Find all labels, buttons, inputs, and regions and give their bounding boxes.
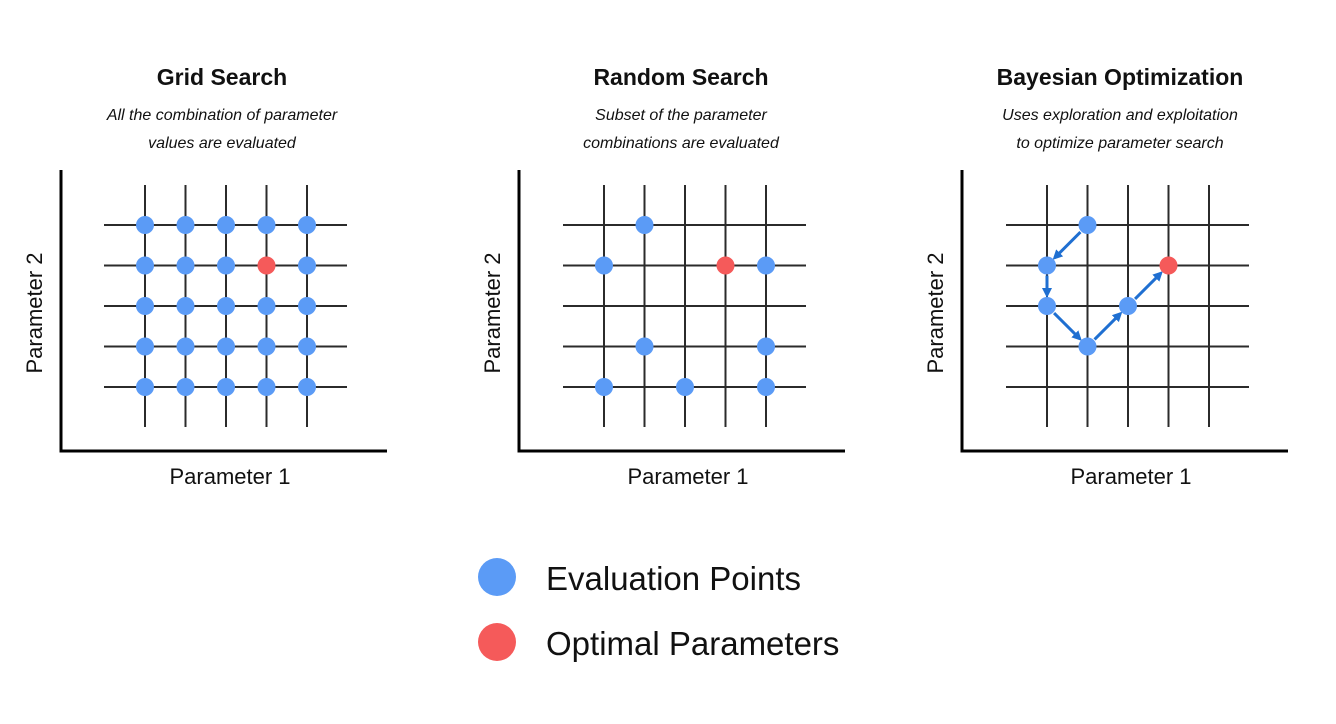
legend-label: Evaluation Points [546, 560, 801, 597]
search-path-arrow [1052, 231, 1082, 260]
evaluation-point [757, 378, 775, 396]
evaluation-point [595, 256, 613, 275]
evaluation-point [298, 256, 316, 275]
search-path-arrow [1093, 311, 1123, 341]
evaluation-point [298, 297, 316, 315]
evaluation-point [176, 216, 195, 234]
optimal-point [1159, 256, 1178, 275]
panel-bayesian-optimization: Bayesian Optimization Uses exploration a… [890, 0, 1336, 500]
evaluation-point [257, 337, 276, 356]
evaluation-point [1038, 297, 1056, 315]
evaluation-point [257, 297, 276, 315]
evaluation-point [217, 216, 235, 234]
panel-title: Bayesian Optimization [996, 64, 1244, 90]
legend-label: Optimal Parameters [546, 625, 840, 662]
evaluation-point [257, 216, 276, 234]
search-path-arrow [1134, 271, 1163, 300]
evaluation-point [136, 337, 154, 356]
evaluation-point [217, 378, 235, 396]
evaluation-point [136, 378, 154, 396]
subtitle-line: combinations are evaluated [583, 135, 779, 152]
optimal-point [716, 256, 735, 275]
evaluation-point [1119, 297, 1137, 315]
evaluation-point [635, 337, 654, 356]
evaluation-point [757, 256, 775, 275]
panel-subtitle: All the combination of parameter values … [0, 102, 452, 158]
subtitle-line: values are evaluated [148, 135, 296, 152]
evaluation-point [298, 378, 316, 396]
search-path-arrow [1053, 312, 1082, 341]
evaluation-dot-icon [478, 558, 516, 596]
evaluation-point [176, 256, 195, 275]
panel-title: Grid Search [156, 64, 288, 90]
evaluation-point [136, 256, 154, 275]
evaluation-point [217, 337, 235, 356]
optimal-point [257, 256, 276, 275]
evaluation-point [757, 337, 775, 356]
subtitle-line: Uses exploration and exploitation [1002, 107, 1238, 124]
x-axis-label: Parameter 1 [169, 464, 291, 489]
subtitle-line: to optimize parameter search [1016, 135, 1224, 152]
x-axis-label: Parameter 1 [1070, 464, 1192, 489]
evaluation-point [595, 378, 613, 396]
evaluation-point [217, 297, 235, 315]
evaluation-point [676, 378, 694, 396]
optimal-dot-icon [478, 623, 516, 661]
evaluation-point [1078, 216, 1097, 234]
evaluation-point [136, 216, 154, 234]
evaluation-point [1078, 337, 1097, 356]
evaluation-point [257, 378, 276, 396]
evaluation-point [176, 337, 195, 356]
x-axis-label: Parameter 1 [627, 464, 749, 489]
evaluation-point [176, 297, 195, 315]
evaluation-point [635, 216, 654, 234]
panel-subtitle: Subset of the parameter combinations are… [451, 102, 911, 158]
panel-grid-search: Grid Search All the combination of param… [0, 0, 452, 500]
evaluation-point [176, 378, 195, 396]
evaluation-point [298, 216, 316, 234]
panel-random-search: Random Search Subset of the parameter co… [451, 0, 911, 500]
evaluation-point [1038, 256, 1056, 275]
evaluation-point [298, 337, 316, 356]
subtitle-line: All the combination of parameter [106, 107, 338, 124]
subtitle-line: Subset of the parameter [595, 107, 767, 124]
evaluation-point [136, 297, 154, 315]
evaluation-point [217, 256, 235, 275]
panel-subtitle: Uses exploration and exploitation to opt… [890, 102, 1336, 158]
panel-title: Random Search [593, 64, 769, 90]
